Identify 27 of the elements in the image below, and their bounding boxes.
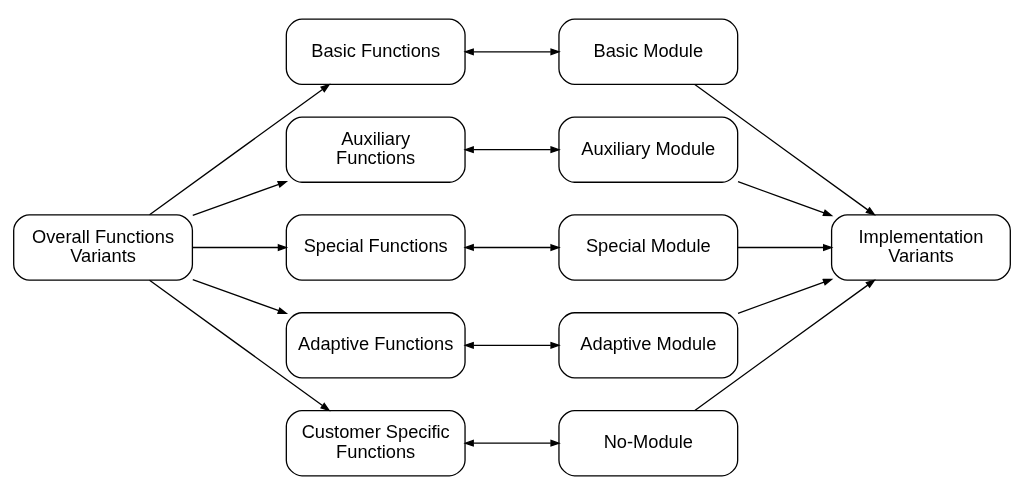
node-box: No-Module	[558, 409, 739, 477]
node-box: Adaptive Module	[558, 312, 739, 379]
node-box: Auxiliary Functions	[285, 116, 466, 183]
arrow	[463, 48, 561, 56]
node-box: Overall Functions Variants	[13, 214, 194, 281]
node-box: Basic Module	[558, 18, 739, 86]
arrow	[148, 279, 331, 412]
arrow	[463, 341, 561, 349]
node-box: Adaptive Functions	[285, 312, 466, 379]
arrow	[148, 83, 331, 216]
arrow	[463, 439, 561, 447]
arrow	[192, 278, 289, 315]
node-box: Implementation Variants	[830, 214, 1011, 281]
arrow	[192, 180, 289, 217]
node-box: Basic Functions	[285, 18, 466, 86]
node-box: Special Functions	[285, 214, 466, 281]
node-box: Auxiliary Module	[558, 116, 739, 183]
arrow	[463, 146, 561, 154]
arrow	[694, 83, 876, 216]
arrow	[192, 243, 289, 252]
arrow	[463, 243, 561, 252]
arrow	[694, 279, 876, 412]
node-box: Customer Specific Functions	[285, 409, 466, 477]
arrow	[737, 243, 834, 252]
arrow	[737, 181, 834, 217]
arrow	[737, 278, 834, 314]
node-box: Special Module	[558, 214, 739, 281]
